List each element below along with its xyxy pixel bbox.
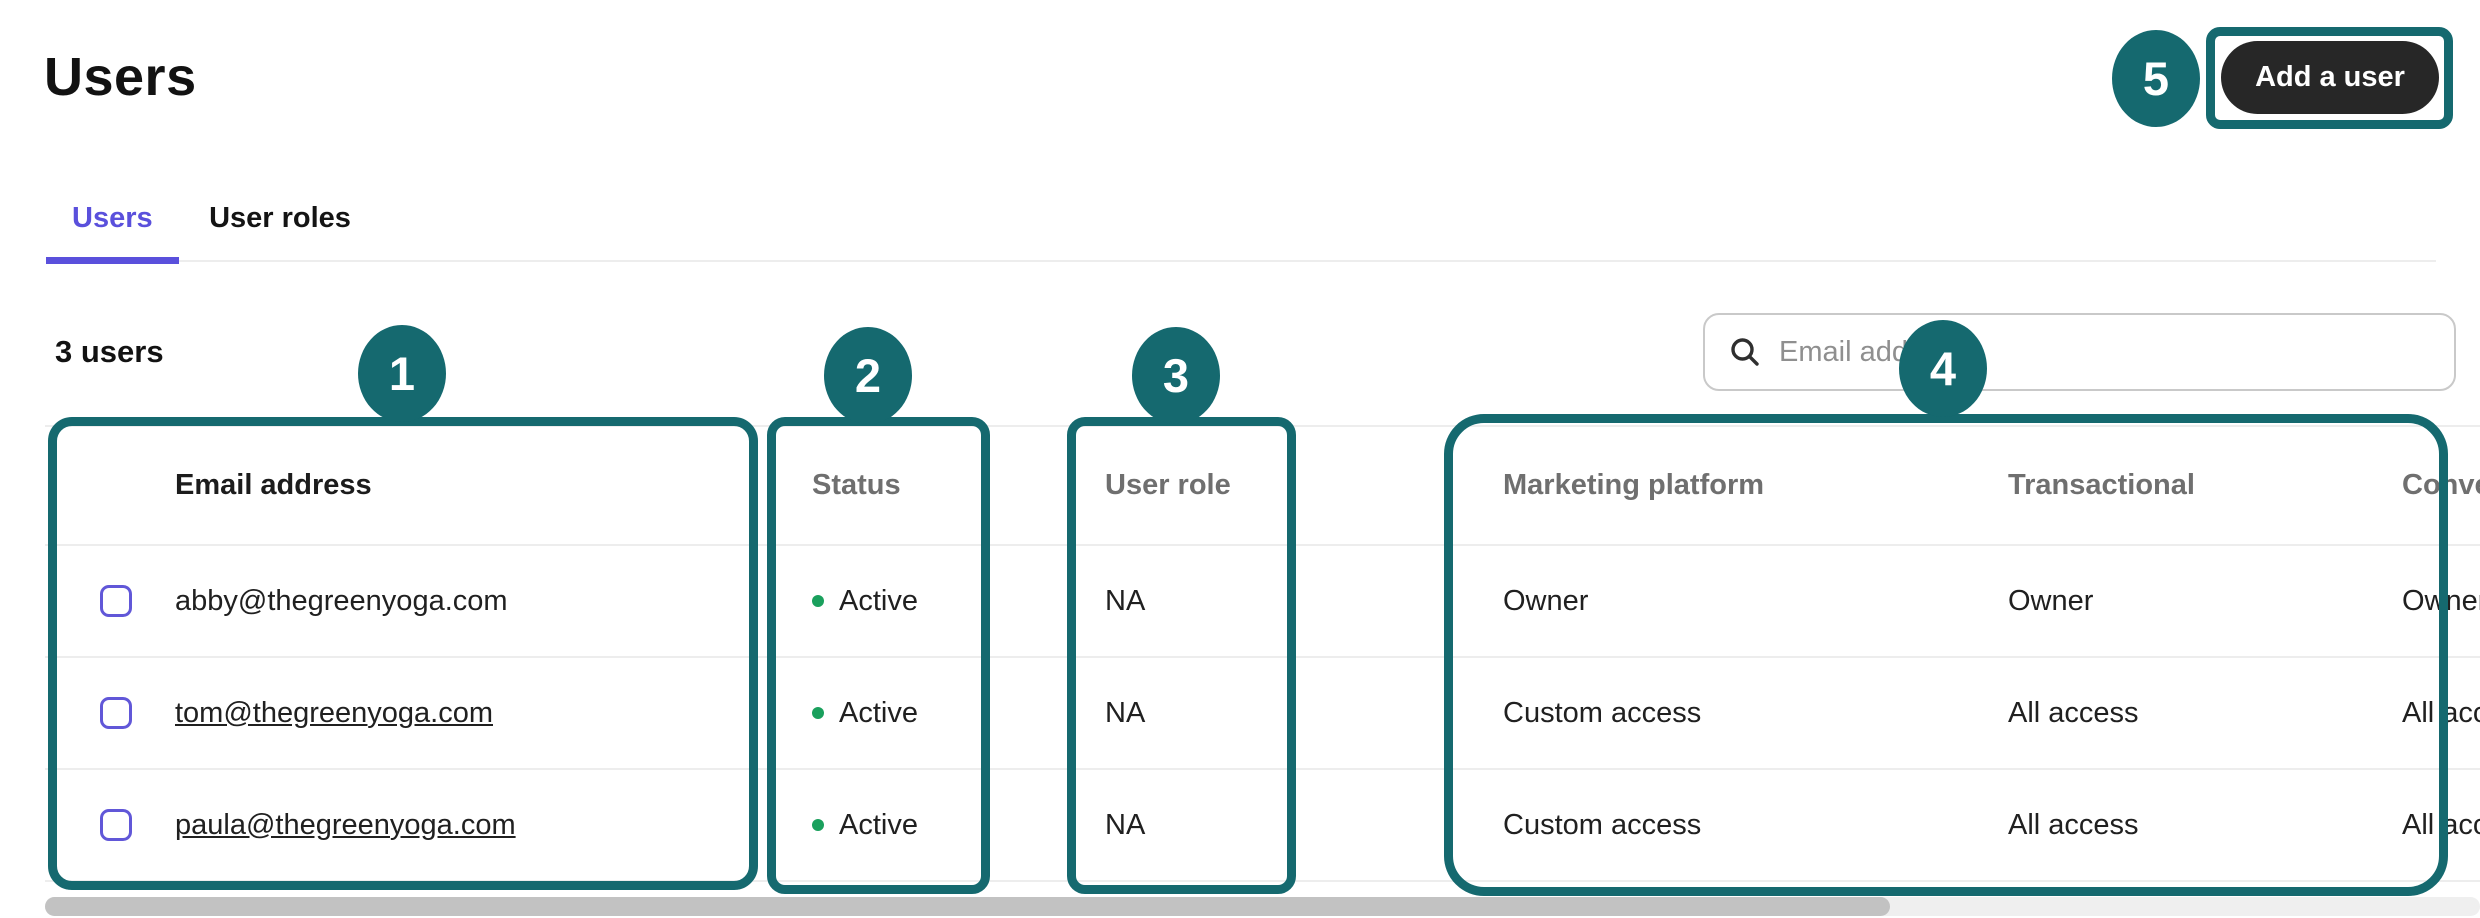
table-row: tom@thegreenyoga.com Active NA Custom ac… — [45, 658, 2480, 770]
column-header-status: Status — [812, 469, 901, 501]
conversations-access: All access — [2402, 696, 2480, 729]
users-table: Email address Status User role Marketing… — [45, 425, 2480, 882]
status-label: Active — [839, 808, 918, 841]
transactional-access: Owner — [2008, 584, 2094, 617]
page-title: Users — [44, 47, 197, 107]
status-dot-icon — [812, 819, 824, 831]
conversations-access: Owner — [2402, 584, 2480, 617]
user-status: Active — [812, 658, 918, 768]
table-row: abby@thegreenyoga.com Active NA Owner Ow… — [45, 546, 2480, 658]
status-label: Active — [839, 584, 918, 617]
tab-user-roles[interactable]: User roles — [209, 202, 351, 234]
column-header-transactional: Transactional — [2008, 469, 2195, 501]
row-checkbox[interactable] — [100, 697, 132, 729]
column-header-user-role: User role — [1105, 469, 1231, 501]
annotation-badge-1: 1 — [358, 325, 446, 422]
horizontal-scrollbar-thumb[interactable] — [45, 897, 1890, 916]
add-user-button[interactable]: Add a user — [2221, 41, 2439, 114]
conversations-access: All access — [2402, 808, 2480, 841]
row-checkbox[interactable] — [100, 809, 132, 841]
annotation-badge-5: 5 — [2112, 30, 2200, 127]
tabbar: Users User roles — [46, 182, 2436, 264]
user-role: NA — [1105, 584, 1146, 617]
user-status: Active — [812, 770, 918, 880]
transactional-access: All access — [2008, 808, 2139, 841]
user-email: abby@thegreenyoga.com — [175, 584, 508, 617]
marketing-platform-access: Owner — [1503, 584, 1589, 617]
transactional-access: All access — [2008, 696, 2139, 729]
tab-users[interactable]: Users — [46, 182, 179, 264]
user-email-link[interactable]: tom@thegreenyoga.com — [175, 696, 493, 729]
search-box[interactable] — [1703, 313, 2456, 391]
column-header-conversations: Conversations — [2402, 469, 2480, 501]
user-email-link[interactable]: paula@thegreenyoga.com — [175, 808, 516, 841]
column-header-marketing-platform: Marketing platform — [1503, 469, 1765, 501]
table-header-row: Email address Status User role Marketing… — [45, 427, 2480, 546]
marketing-platform-access: Custom access — [1503, 808, 1702, 841]
status-dot-icon — [812, 707, 824, 719]
search-input[interactable] — [1779, 335, 2430, 369]
status-dot-icon — [812, 595, 824, 607]
row-checkbox[interactable] — [100, 585, 132, 617]
horizontal-scrollbar-track[interactable] — [45, 897, 2480, 916]
table-row: paula@thegreenyoga.com Active NA Custom … — [45, 770, 2480, 882]
annotation-badge-2: 2 — [824, 327, 912, 424]
status-label: Active — [839, 696, 918, 729]
users-count: 3 users — [55, 334, 164, 369]
user-status: Active — [812, 546, 918, 656]
search-icon — [1731, 338, 1759, 366]
marketing-platform-access: Custom access — [1503, 696, 1702, 729]
user-role: NA — [1105, 808, 1146, 841]
user-role: NA — [1105, 696, 1146, 729]
column-header-email: Email address — [175, 469, 372, 501]
annotation-badge-3: 3 — [1132, 327, 1220, 424]
